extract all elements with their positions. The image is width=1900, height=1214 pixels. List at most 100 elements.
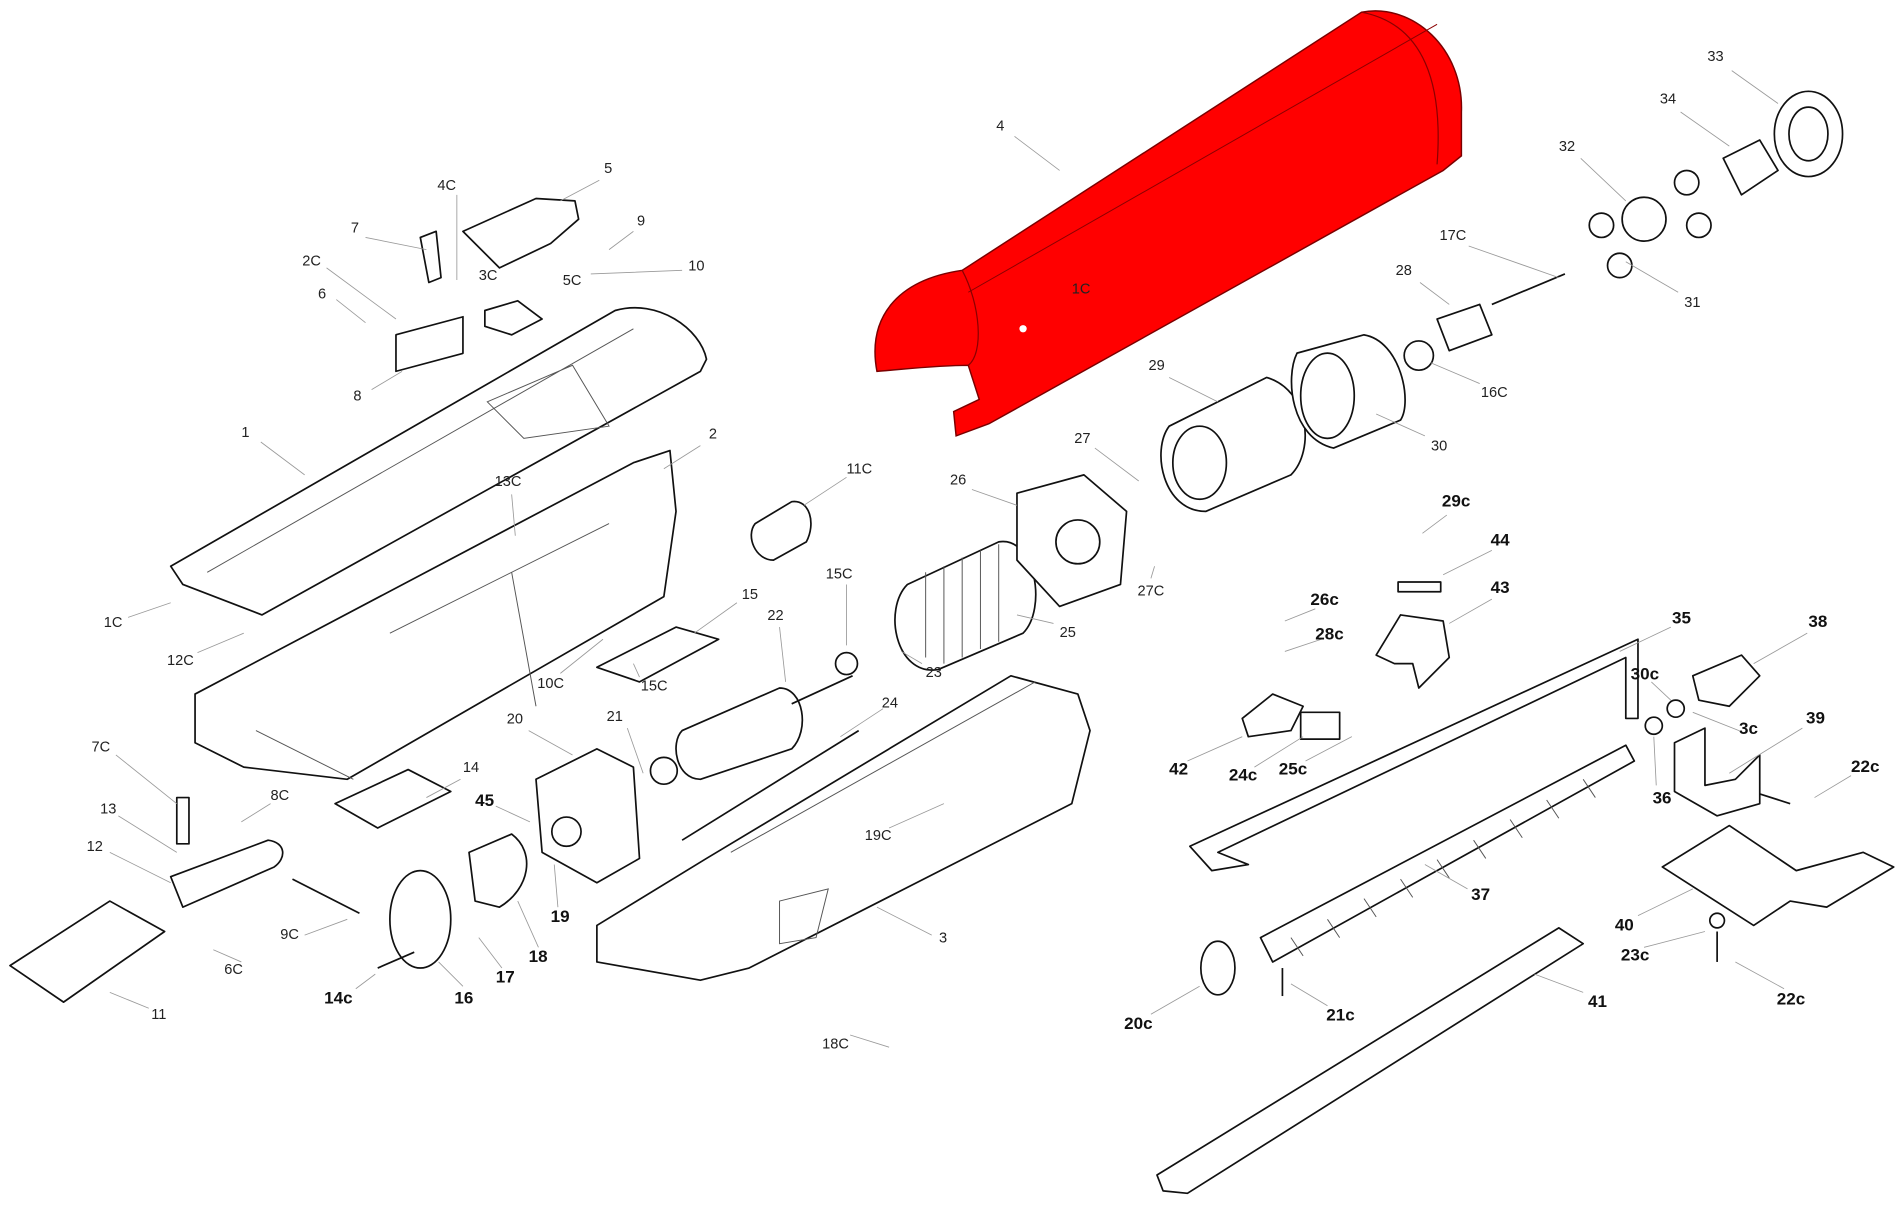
callout-3c[interactable]: 3c [1739, 719, 1758, 738]
callout-7C[interactable]: 7C [92, 739, 111, 755]
callout-45[interactable]: 45 [475, 791, 494, 810]
part-2-base-housing[interactable] [194, 449, 677, 781]
part-gasket[interactable] [484, 299, 543, 336]
callout-31[interactable]: 31 [1684, 295, 1700, 311]
callout-34[interactable]: 34 [1660, 92, 1676, 108]
callout-8C[interactable]: 8C [271, 788, 290, 804]
callout-11[interactable]: 11 [151, 1007, 166, 1023]
part-36-bushing[interactable] [1644, 716, 1664, 736]
callout-22[interactable]: 22 [767, 608, 783, 624]
part-42-spring-contacts[interactable] [1241, 693, 1304, 738]
part-15-terminal-board[interactable] [596, 626, 720, 683]
part-18-disc[interactable] [468, 833, 528, 909]
callout-26[interactable]: 26 [950, 473, 966, 489]
callout-1[interactable]: 1 [241, 425, 249, 441]
callout-27C[interactable]: 27C [1138, 583, 1165, 599]
callout-3C[interactable]: 3C [479, 268, 498, 284]
part-28-pinion[interactable] [1436, 303, 1493, 352]
part-11-base-plate[interactable] [9, 900, 166, 1003]
callout-12C[interactable]: 12C [167, 653, 194, 669]
callout-39[interactable]: 39 [1806, 708, 1825, 727]
part-9C-pin[interactable] [292, 878, 360, 914]
part-8-bracket[interactable] [395, 315, 464, 373]
callout-38[interactable]: 38 [1808, 612, 1827, 631]
callout-17C[interactable]: 17C [1439, 228, 1466, 244]
callout-17[interactable]: 17 [496, 968, 515, 987]
callout-32[interactable]: 32 [1559, 139, 1575, 155]
callout-30[interactable]: 30 [1431, 439, 1447, 455]
callout-19[interactable]: 19 [551, 907, 570, 926]
callout-6C[interactable]: 6C [224, 962, 243, 978]
part-31-planet-gear[interactable] [1588, 212, 1615, 239]
callout-2[interactable]: 2 [709, 426, 717, 442]
part-22c-bolt[interactable] [1759, 793, 1791, 805]
callout-2C[interactable]: 2C [302, 253, 321, 269]
callout-18[interactable]: 18 [529, 947, 548, 966]
callout-6[interactable]: 6 [318, 286, 326, 302]
callout-25c[interactable]: 25c [1279, 759, 1307, 778]
callout-5C[interactable]: 5C [563, 273, 582, 289]
part-4-cover-highlighted[interactable] [874, 10, 1463, 437]
callout-41[interactable]: 41 [1588, 992, 1607, 1011]
part-35-limit-bar[interactable] [1189, 638, 1639, 872]
callout-3[interactable]: 3 [939, 930, 947, 946]
part-12-arm[interactable] [169, 839, 284, 909]
callout-43[interactable]: 43 [1491, 578, 1510, 597]
callout-16[interactable]: 16 [454, 988, 473, 1007]
callout-35[interactable]: 35 [1672, 608, 1691, 627]
callout-10[interactable]: 10 [688, 258, 704, 274]
callout-23c[interactable]: 23c [1621, 946, 1649, 965]
callout-30c[interactable]: 30c [1631, 664, 1659, 683]
part-43-switch-holder[interactable] [1375, 614, 1451, 689]
part-7-key[interactable] [419, 230, 442, 284]
callout-15C-b[interactable]: 15C [641, 678, 668, 694]
part-1-top-cover[interactable] [169, 306, 708, 616]
callout-9C[interactable]: 9C [280, 927, 299, 943]
callout-37[interactable]: 37 [1471, 885, 1490, 904]
callout-19C[interactable]: 19C [865, 828, 892, 844]
callout-29c[interactable]: 29c [1442, 492, 1470, 511]
part-16C-bearing[interactable] [1403, 340, 1435, 372]
callout-20[interactable]: 20 [507, 711, 523, 727]
callout-11C[interactable]: 11C [846, 462, 872, 478]
callout-18C[interactable]: 18C [822, 1036, 849, 1052]
callout-21[interactable]: 21 [607, 709, 623, 725]
callout-10C[interactable]: 10C [537, 676, 564, 692]
callout-40[interactable]: 40 [1615, 915, 1634, 934]
callout-13[interactable]: 13 [100, 801, 116, 817]
callout-23[interactable]: 23 [926, 665, 942, 681]
callout-1C[interactable]: 1C [104, 615, 123, 631]
callout-22c-b[interactable]: 22c [1777, 990, 1805, 1009]
part-14-plate[interactable] [334, 768, 452, 829]
part-23-stator[interactable] [894, 540, 1037, 671]
part-15C-bearing[interactable] [834, 651, 859, 676]
part-40-base-plate[interactable] [1661, 824, 1895, 927]
part-32-carrier[interactable] [1621, 196, 1667, 242]
callout-12[interactable]: 12 [87, 839, 103, 855]
callout-26c[interactable]: 26c [1310, 590, 1338, 609]
callout-15[interactable]: 15 [742, 587, 758, 603]
part-3-lower-housing[interactable] [596, 674, 1091, 982]
part-41-rail[interactable] [1156, 926, 1585, 1195]
callout-4[interactable]: 4 [996, 118, 1004, 134]
part-38-nut-block[interactable] [1691, 654, 1761, 708]
part-37-worm-screw[interactable] [1259, 744, 1636, 963]
callout-28c[interactable]: 28c [1315, 624, 1343, 643]
callout-7[interactable]: 7 [351, 221, 359, 237]
part-11C-capacitor[interactable] [750, 500, 812, 561]
callout-21c[interactable]: 21c [1326, 1005, 1354, 1024]
part-23c-washer[interactable] [1708, 912, 1726, 929]
callout-24c[interactable]: 24c [1229, 766, 1257, 785]
callout-36[interactable]: 36 [1653, 789, 1672, 808]
part-21-bearing[interactable] [649, 756, 679, 786]
callout-44[interactable]: 44 [1491, 531, 1510, 550]
callout-14[interactable]: 14 [463, 760, 479, 776]
callout-5[interactable]: 5 [604, 161, 612, 177]
callout-16C[interactable]: 16C [1481, 385, 1508, 401]
part-5-lid[interactable] [462, 197, 580, 269]
callout-24[interactable]: 24 [882, 695, 898, 711]
callout-29[interactable]: 29 [1148, 358, 1164, 374]
part-20-gearbox[interactable] [535, 748, 641, 884]
part-24c-microswitch[interactable] [1299, 711, 1341, 740]
part-39-bracket[interactable] [1673, 727, 1761, 817]
